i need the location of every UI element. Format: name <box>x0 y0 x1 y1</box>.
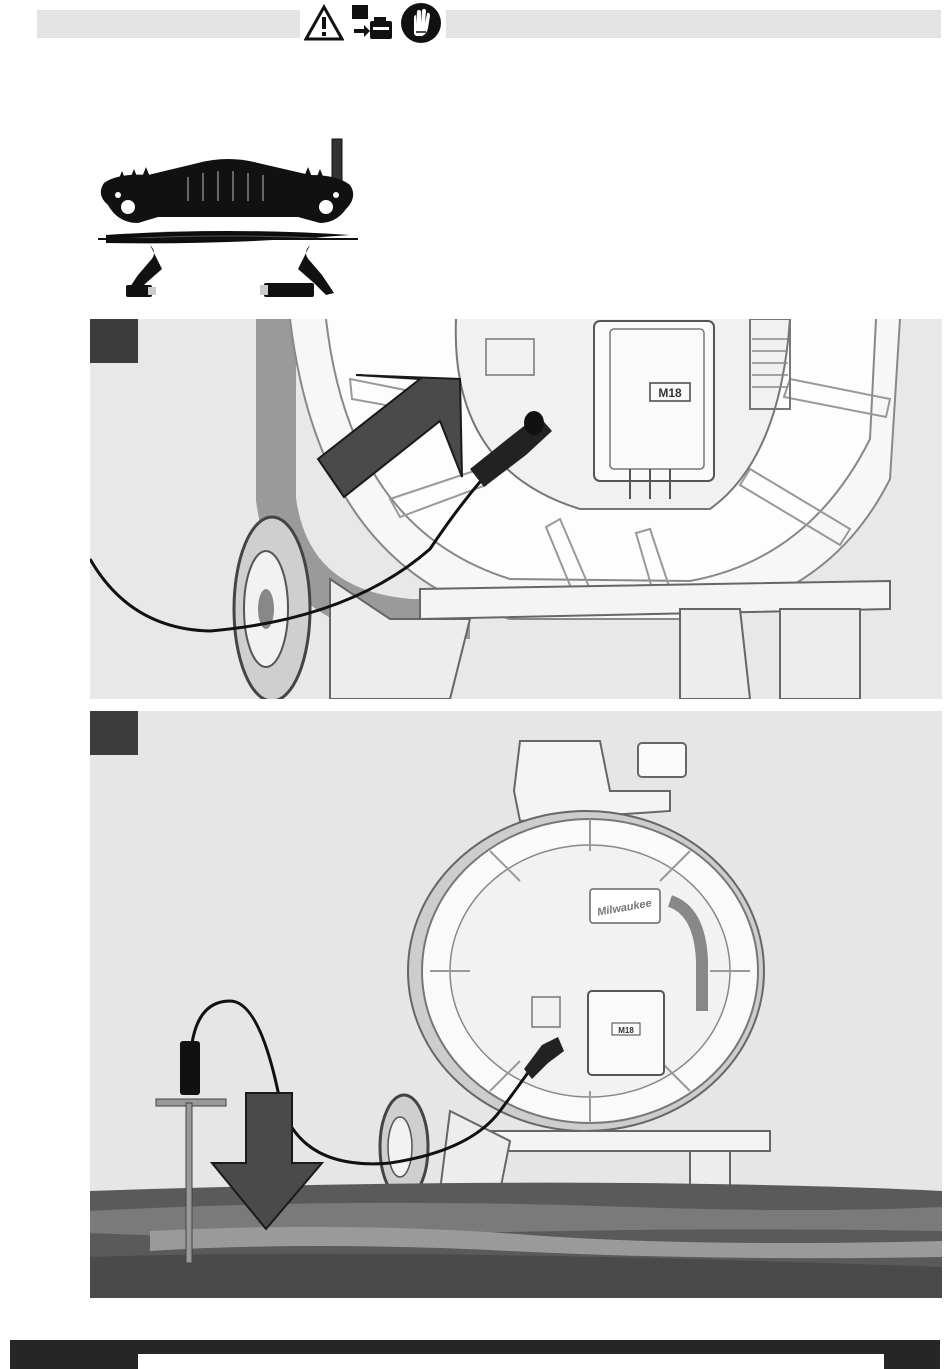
header-bar <box>37 10 941 38</box>
footer-inner-strip <box>138 1354 884 1369</box>
step-1-badge <box>90 319 138 363</box>
step-1-panel: M18 <box>90 319 942 699</box>
safety-icons-group <box>300 2 446 44</box>
battery-removal-icon <box>350 3 394 43</box>
warning-triangle-icon <box>304 4 344 42</box>
wear-gloves-icon <box>400 2 442 44</box>
arrow-insert-icon <box>90 319 942 699</box>
step-2-badge <box>90 711 138 755</box>
step-2-panel: Milwaukee M18 <box>90 711 942 1298</box>
grounding-clamp-kit-illustration <box>88 135 368 305</box>
arrow-down-icon <box>90 711 942 1298</box>
